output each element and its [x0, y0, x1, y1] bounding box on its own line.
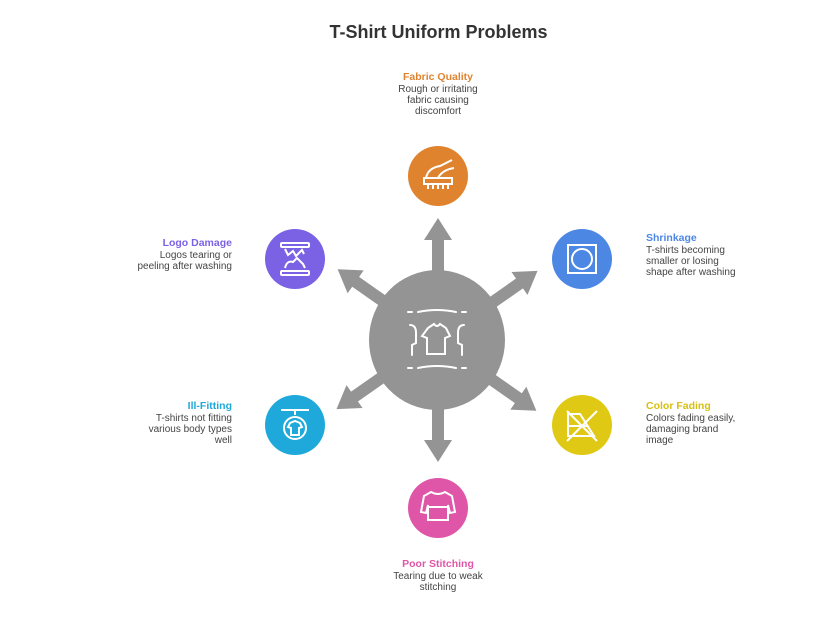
label-title: Fabric Quality	[402, 71, 474, 83]
center-circle	[369, 270, 505, 410]
node-poor-stitching	[408, 478, 468, 538]
label-desc: Logos tearing or peeling after washing	[137, 250, 232, 272]
label-desc: Rough or irritating fabric causing disco…	[398, 84, 478, 117]
diagram-title: T-Shirt Uniform Problems	[329, 22, 548, 42]
hanger-shirt-icon	[281, 409, 309, 440]
node-logo-damage	[265, 229, 325, 289]
brush-hand-icon	[423, 159, 455, 189]
label-shrinkage: Shrinkage T-shirts becoming smaller or l…	[646, 232, 776, 279]
no-bleach-icon	[566, 410, 598, 442]
label-desc: T-shirts becoming smaller or losing shap…	[646, 245, 736, 278]
label-ill-fitting: Ill-Fitting T-shirts not fitting various…	[102, 400, 232, 447]
label-fabric-quality: Fabric Quality Rough or irritating fabri…	[373, 71, 503, 118]
node-color-fading	[552, 395, 612, 455]
node-fabric-quality	[408, 146, 468, 206]
label-desc: Tearing due to weak stitching	[393, 571, 483, 593]
label-logo-damage: Logo Damage Logos tearing or peeling aft…	[102, 237, 232, 273]
torn-logo-icon	[280, 242, 310, 276]
node-ill-fitting	[265, 395, 325, 455]
tshirts-icon	[407, 309, 467, 369]
label-color-fading: Color Fading Colors fading easily, damag…	[646, 400, 776, 447]
label-title: Poor Stitching	[402, 558, 474, 570]
label-poor-stitching: Poor Stitching Tearing due to weak stitc…	[373, 558, 503, 594]
label-title: Ill-Fitting	[187, 400, 232, 412]
sweater-icon	[419, 490, 457, 521]
label-title: Color Fading	[646, 400, 711, 412]
node-shrinkage	[552, 229, 612, 289]
label-desc: T-shirts not fitting various body types …	[148, 413, 232, 446]
label-desc: Colors fading easily, damaging brand ima…	[646, 413, 736, 446]
label-title: Shrinkage	[646, 232, 697, 244]
label-title: Logo Damage	[162, 237, 232, 249]
tumble-dry-icon	[567, 244, 597, 274]
